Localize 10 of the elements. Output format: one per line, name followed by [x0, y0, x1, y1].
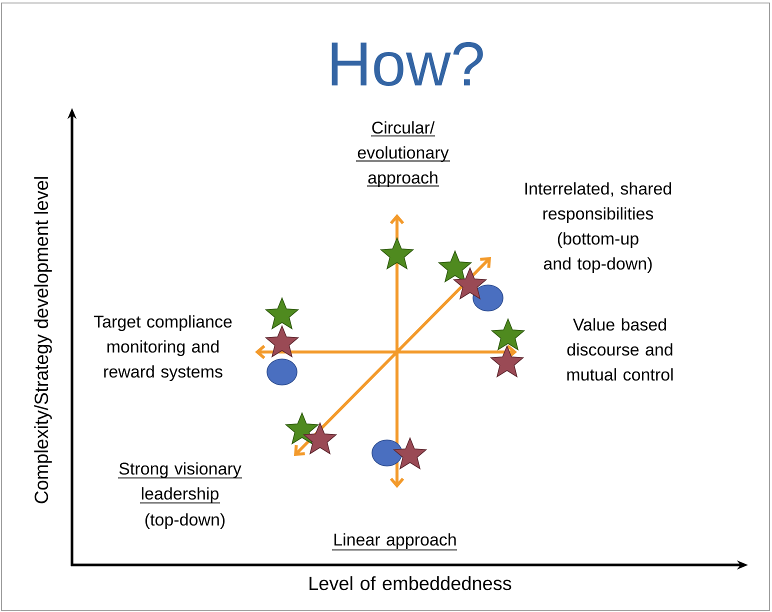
- quadrant-label: Target compliance monitoring and reward systems: [94, 315, 232, 382]
- underlined-label: Circular/ evolutionary approach: [356, 121, 450, 188]
- quadrant-label: Value based discourse and mutual control: [567, 318, 673, 381]
- title: How?: [332, 42, 483, 86]
- underlined-label: Linear approach: [332, 533, 458, 550]
- quadrant-label: Interrelated, shared responsibilities (bottom-up and top-down): [525, 182, 672, 274]
- quadrant-label: (top-down): [145, 513, 225, 530]
- axis-label: Level of embeddedness: [310, 576, 512, 590]
- underlined-label: Strong visionary leadership: [118, 462, 242, 504]
- axis-label: Complexity/Strategy development level: [34, 177, 52, 504]
